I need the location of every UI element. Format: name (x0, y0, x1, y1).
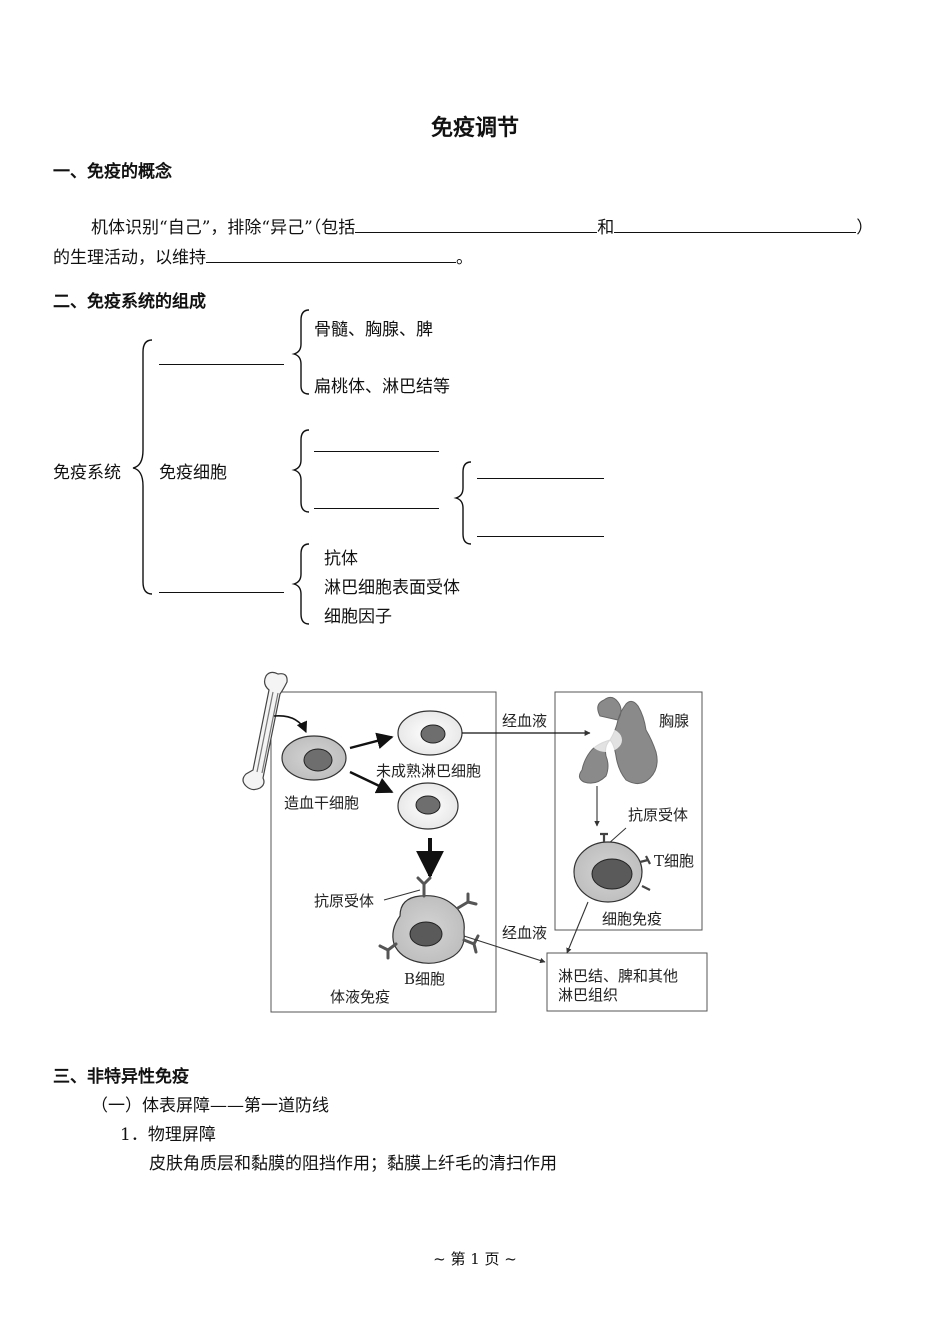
label-cellular-immunity: 细胞免疫 (602, 910, 662, 928)
label-hsc: 造血干细胞 (284, 794, 359, 812)
brace-lymphocytes (453, 461, 472, 545)
immune-cells-label: 免疫细胞 (159, 463, 227, 483)
label-via-blood-1: 经血液 (502, 712, 547, 730)
concept-text-e: 。 (456, 248, 473, 268)
thymus-box (554, 691, 703, 931)
item-physical-barrier: 1．物理屏障 (120, 1125, 216, 1145)
physical-barrier-text: 皮肤角质层和黏膜的阻挡作用；黏膜上纤毛的清扫作用 (149, 1154, 557, 1174)
substance-item-2: 淋巴细胞表面受体 (324, 578, 460, 598)
bone-icon (242, 671, 288, 791)
bone-marrow-box (270, 691, 497, 1013)
label-lymph-tissue-2: 淋巴组织 (558, 986, 618, 1004)
substance-item-1: 抗体 (324, 549, 358, 569)
page-title: 免疫调节 (430, 116, 519, 141)
lymphocyte-origin-figure: 造血干细胞 未成熟淋巴细胞 经血液 胸腺 抗原受体 T细胞 细胞免疫 抗原受体 … (242, 671, 708, 1013)
label-t-cell: T细胞 (654, 852, 694, 870)
label-antigen-receptor-b: 抗原受体 (314, 892, 374, 910)
arrow-hsc-to-immature-1 (349, 732, 394, 750)
thymus-highlight (590, 728, 622, 752)
concept-text-b: 和 (597, 218, 615, 238)
lymph-tissue-box (546, 952, 708, 1012)
label-via-blood-2: 经血液 (502, 924, 547, 942)
concept-text-a: 机体识别“自己”，排除“异己”（包括 (91, 218, 356, 238)
arrow-t-cell-to-lymph (566, 901, 589, 954)
blank-lymph-2[interactable] (477, 536, 604, 537)
arrow-hsc-to-immature-2 (349, 770, 394, 794)
section2-heading: 二、免疫系统的组成 (53, 292, 206, 312)
b-cell (378, 876, 480, 964)
label-lymph-tissue-1: 淋巴结、脾和其他 (558, 967, 678, 985)
immature-lymphocyte-1 (397, 710, 463, 756)
composition-brackets (132, 309, 472, 625)
page-footer: ~ 第 1 页 ~ (433, 1250, 517, 1268)
blank-lymph-1[interactable] (477, 478, 604, 479)
concept-blank-2[interactable] (614, 215, 857, 233)
substance-item-3: 细胞因子 (324, 607, 392, 627)
arrow-bone-to-hsc (273, 715, 308, 734)
blank-cell-1[interactable] (314, 451, 439, 452)
section1-heading: 一、免疫的概念 (53, 162, 172, 182)
pointer-antigen-receptor-t (607, 827, 627, 845)
label-thymus: 胸腺 (659, 712, 689, 730)
section3-heading: 三、非特异性免疫 (53, 1067, 189, 1087)
concept-line-2: 的生理活动，以维持 。 (53, 243, 473, 268)
concept-blank-3[interactable] (206, 245, 456, 263)
pointer-antigen-receptor-b (383, 889, 421, 901)
label-immature: 未成熟淋巴细胞 (376, 762, 481, 780)
label-humoral-immunity: 体液免疫 (330, 988, 390, 1006)
immune-system-label: 免疫系统 (53, 463, 121, 483)
concept-line-1: 机体识别“自己”，排除“异己”（包括 和 ） (91, 213, 873, 238)
label-b-cell: B细胞 (404, 970, 445, 988)
label-antigen-receptor-t: 抗原受体 (628, 806, 688, 824)
brace-organs (291, 309, 310, 395)
concept-blank-1[interactable] (355, 215, 598, 233)
organ-item-1: 骨髓、胸腺、脾 (314, 320, 433, 340)
blank-cell-2[interactable] (314, 508, 439, 509)
organ-item-2: 扁桃体、淋巴结等 (314, 377, 450, 397)
arrow-b-cell-to-lymph (463, 935, 546, 964)
t-cell (573, 832, 651, 903)
concept-text-c: ） (856, 218, 874, 238)
subsection-barrier: （一）体表屏障——第一道防线 (91, 1096, 329, 1116)
blank-substances[interactable] (159, 592, 284, 593)
brace-cells (291, 429, 310, 513)
hematopoietic-stem-cell (281, 735, 347, 781)
blank-organs[interactable] (159, 364, 284, 365)
brace-main (132, 339, 153, 595)
concept-text-d: 的生理活动，以维持 (53, 248, 206, 268)
brace-substances (291, 543, 310, 625)
immature-lymphocyte-2 (397, 782, 459, 830)
